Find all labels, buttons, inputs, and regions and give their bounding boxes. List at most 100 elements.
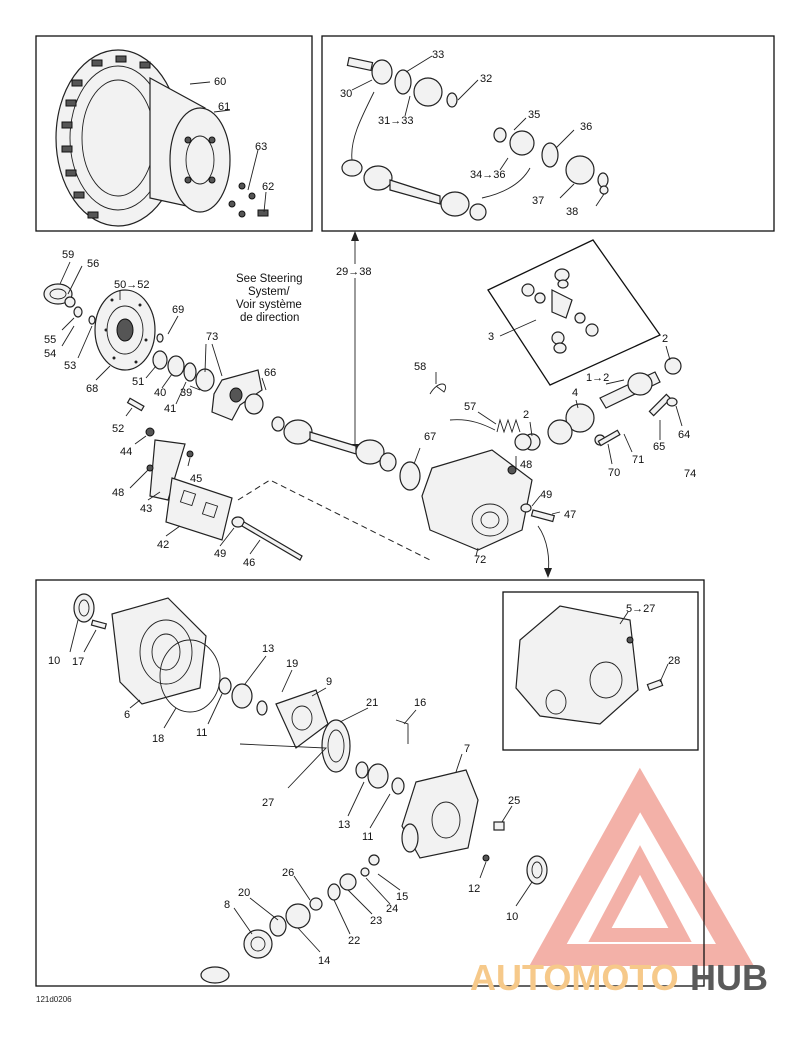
callout-16: 16 bbox=[414, 697, 426, 709]
callout-1-2: 1→2 bbox=[586, 372, 609, 384]
callout-62: 62 bbox=[262, 181, 274, 193]
front-axle-drawing bbox=[271, 416, 420, 491]
u-joint-inset-frame bbox=[487, 239, 661, 386]
callout-72: 72 bbox=[474, 554, 486, 566]
callout-2a: 2 bbox=[662, 333, 668, 345]
rim-drawing bbox=[149, 76, 231, 213]
callout-70: 70 bbox=[608, 467, 620, 479]
callout-19: 19 bbox=[286, 658, 298, 670]
o-ring-drawing bbox=[159, 639, 221, 713]
callout-45: 45 bbox=[190, 473, 202, 485]
brake-disc-hub-drawing bbox=[94, 289, 156, 371]
propeller-shaft-drawing bbox=[523, 357, 682, 451]
callout-37: 37 bbox=[532, 195, 544, 207]
callout-24: 24 bbox=[386, 903, 398, 915]
callout-8: 8 bbox=[224, 899, 230, 911]
callout-46: 46 bbox=[243, 557, 255, 569]
knuckle-drawing bbox=[211, 369, 264, 421]
callout-5-27: 5→27 bbox=[626, 603, 655, 615]
callout-51: 51 bbox=[132, 376, 144, 388]
steering-note-line2: System/ bbox=[248, 286, 290, 298]
callout-67: 67 bbox=[424, 431, 436, 443]
callout-27: 27 bbox=[262, 797, 274, 809]
callout-40: 40 bbox=[154, 387, 166, 399]
callout-22: 22 bbox=[348, 935, 360, 947]
callout-55: 55 bbox=[44, 334, 56, 346]
callout-41: 41 bbox=[164, 403, 176, 415]
automotohub-watermark: AUTOMOTO HUB bbox=[470, 957, 768, 998]
callout-48b: 48 bbox=[520, 459, 532, 471]
callout-74: 74 bbox=[684, 468, 696, 480]
callout-56: 56 bbox=[87, 258, 99, 270]
callout-49b: 49 bbox=[540, 489, 552, 501]
seal-left-drawing bbox=[73, 593, 95, 623]
callout-58: 58 bbox=[414, 361, 426, 373]
callout-50-52: 50→52 bbox=[114, 279, 149, 291]
callout-47: 47 bbox=[564, 509, 576, 521]
callout-11b: 11 bbox=[362, 831, 373, 843]
callout-66: 66 bbox=[264, 367, 276, 379]
callout-32: 32 bbox=[480, 73, 492, 85]
callout-57: 57 bbox=[464, 401, 476, 413]
callout-60: 60 bbox=[214, 76, 226, 88]
callout-48a: 48 bbox=[112, 487, 124, 499]
bracket-drawing bbox=[126, 397, 194, 501]
callout-10b: 10 bbox=[506, 911, 518, 923]
wheel-nuts-drawing bbox=[228, 182, 269, 218]
callout-54: 54 bbox=[44, 348, 56, 360]
callout-61: 61 bbox=[218, 101, 230, 113]
automotohub-logo bbox=[529, 767, 755, 966]
u-joint-drawing bbox=[521, 268, 599, 354]
plate-drawing bbox=[165, 477, 303, 561]
callout-25: 25 bbox=[508, 795, 520, 807]
callout-23: 23 bbox=[370, 915, 382, 927]
callout-14: 14 bbox=[318, 955, 330, 967]
callout-31-33: 31→33 bbox=[378, 115, 413, 127]
callout-73: 73 bbox=[206, 331, 218, 343]
seal-right-drawing bbox=[526, 855, 548, 885]
callout-43: 43 bbox=[140, 503, 152, 515]
housing-detail-drawing bbox=[515, 605, 664, 725]
callout-17: 17 bbox=[72, 656, 84, 668]
callout-71: 71 bbox=[632, 454, 644, 466]
callout-28: 28 bbox=[668, 655, 680, 667]
hub-cap-drawing bbox=[43, 283, 96, 325]
wheel-inset-frame bbox=[35, 35, 313, 232]
callout-69: 69 bbox=[172, 304, 184, 316]
callout-52: 52 bbox=[112, 423, 124, 435]
retainer-clip-drawing bbox=[429, 383, 446, 395]
callout-36: 36 bbox=[580, 121, 592, 133]
differential-housing-drawing bbox=[399, 433, 556, 551]
callout-11a: 11 bbox=[196, 727, 207, 739]
main-housing-drawing bbox=[395, 719, 505, 862]
callout-12: 12 bbox=[468, 883, 480, 895]
callout-9: 9 bbox=[326, 676, 332, 688]
pinion-drawing bbox=[200, 854, 380, 984]
callout-13a: 13 bbox=[262, 643, 274, 655]
callout-63: 63 bbox=[255, 141, 267, 153]
callout-26: 26 bbox=[282, 867, 294, 879]
driveshaft-inset-frame bbox=[321, 35, 775, 232]
gear-assembly-drawing bbox=[218, 677, 405, 795]
callout-15: 15 bbox=[396, 891, 408, 903]
callout-6: 6 bbox=[124, 709, 130, 721]
callout-59: 59 bbox=[62, 249, 74, 261]
callout-44: 44 bbox=[120, 446, 132, 458]
callout-7: 7 bbox=[464, 743, 470, 755]
callout-3: 3 bbox=[488, 331, 494, 343]
callout-34-36: 34→36 bbox=[470, 169, 505, 181]
callout-4: 4 bbox=[572, 387, 578, 399]
steering-note-line1: See Steering bbox=[236, 273, 303, 285]
housing-detail-frame bbox=[502, 591, 699, 751]
callout-65: 65 bbox=[653, 441, 665, 453]
callout-49a: 49 bbox=[214, 548, 226, 560]
callout-39: 39 bbox=[180, 387, 192, 399]
spring-drawing bbox=[496, 418, 521, 434]
callout-29-38: 29→38 bbox=[336, 266, 371, 278]
callout-53: 53 bbox=[64, 360, 76, 372]
steering-note-line3: Voir système bbox=[236, 299, 302, 311]
cover-drawing bbox=[90, 597, 207, 705]
watermark-part2: HUB bbox=[690, 957, 768, 998]
figure-code: 121d0206 bbox=[36, 995, 72, 1004]
